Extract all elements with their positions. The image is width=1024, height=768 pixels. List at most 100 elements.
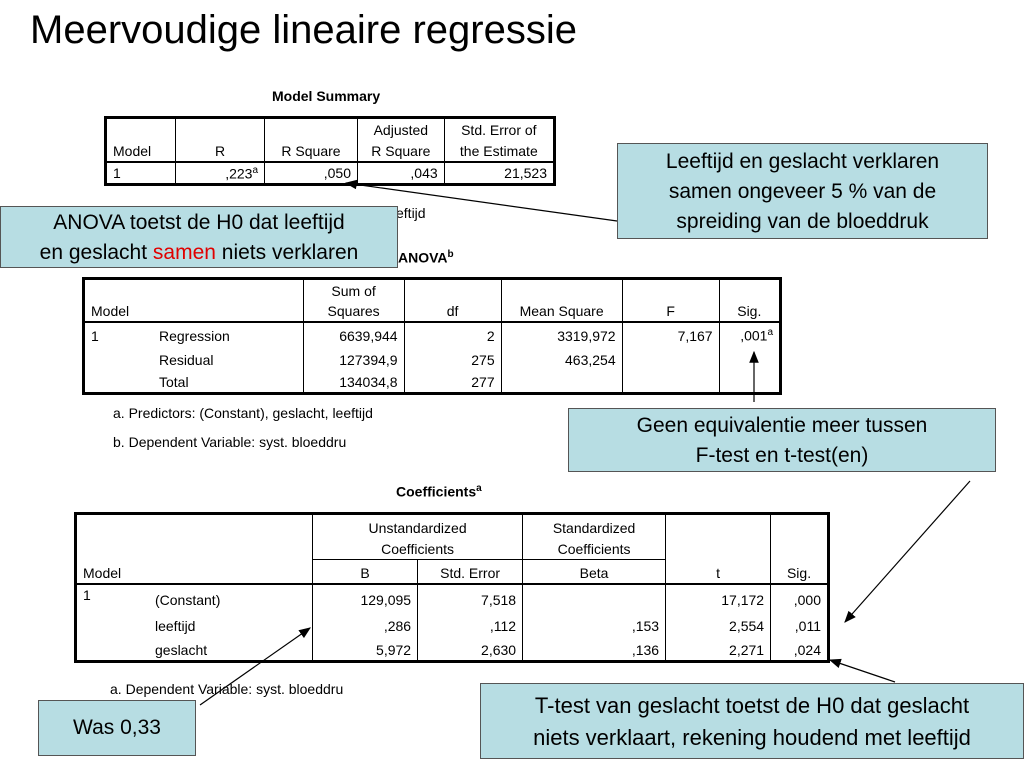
anova-header-sig: Sig. <box>718 278 781 322</box>
coef-cell-t: 2,271 <box>665 635 771 662</box>
ms-header-se-2: the Estimate <box>443 139 555 162</box>
ms-header-r-square: R Square <box>264 117 358 162</box>
arrow-to-coef-sig <box>844 480 971 623</box>
callout-line: Geen equivalentie meer tussen <box>636 414 928 437</box>
coef-cell-b: ,286 <box>312 609 418 636</box>
ms-header-model: Model <box>113 142 152 159</box>
coef-cell-beta <box>522 583 666 610</box>
coef-cell-sig: ,024 <box>770 635 829 662</box>
ms-cell-adj-r-square: ,043 <box>357 161 445 185</box>
coef-cell-label: (Constant) <box>155 591 221 608</box>
coef-header-se: Std. Error <box>417 559 523 584</box>
anova-cell-label: Total <box>159 374 189 390</box>
callout-ttest: T-test van geslacht toetst de H0 dat ges… <box>480 683 1024 759</box>
coef-cell-se: 7,518 <box>417 583 523 610</box>
table-row: 1 (Constant) 129,095 7,518 17,172 ,000 <box>76 583 829 610</box>
anova-cell-ms: 463,254 <box>500 345 623 370</box>
coef-header-std-1: Standardized <box>522 513 666 538</box>
callout-line: samen ongeveer 5 % van de <box>668 180 937 203</box>
coef-cell-beta: ,136 <box>522 635 666 662</box>
anova-cell-model: 1 <box>91 327 99 344</box>
ms-header-r: R <box>175 117 265 162</box>
anova-cell-sig <box>718 369 781 394</box>
coef-cell-b: 129,095 <box>312 583 418 610</box>
coef-cell-se: 2,630 <box>417 635 523 662</box>
anova-cell-label: Residual <box>159 351 214 368</box>
ms-header-se-1: Std. Error of <box>443 117 555 140</box>
anova-header-f: F <box>621 278 720 322</box>
coef-header-b: B <box>312 559 418 584</box>
callout-line: ANOVA toetst de H0 dat leeftijd <box>53 211 345 234</box>
table-row: leeftijd ,286 ,112 ,153 2,554 ,011 <box>76 609 829 636</box>
arrow-to-r-square <box>344 179 618 222</box>
callout-line: T-test van geslacht toetst de H0 dat ges… <box>534 693 970 718</box>
anova-cell-f: 7,167 <box>621 321 720 346</box>
anova-table: Model Sum of df Mean Square F Sig. Squar… <box>82 277 782 395</box>
coef-note-a: a. Dependent Variable: syst. bloeddru <box>110 681 344 697</box>
anova-cell-f <box>621 369 720 394</box>
coef-header-t: t <box>665 513 771 584</box>
anova-header-ms: Mean Square <box>500 278 623 322</box>
anova-cell-ss: 134034,8 <box>302 369 405 394</box>
anova-cell-label: Regression <box>159 327 230 344</box>
callout-leeftijd-geslacht: Leeftijd en geslacht verklaren samen ong… <box>617 143 988 239</box>
ms-cell-se: 21,523 <box>443 161 555 185</box>
callout-equivalentie: Geen equivalentie meer tussen F-test en … <box>568 408 996 472</box>
coef-cell-t: 2,554 <box>665 609 771 636</box>
callout-was: Was 0,33 <box>38 700 196 756</box>
model-summary-title: Model Summary <box>272 88 381 104</box>
anova-header-ss-1: Sum of <box>302 278 405 301</box>
table-row: Residual 127394,9 275 463,254 <box>84 345 781 370</box>
coef-cell-beta: ,153 <box>522 609 666 636</box>
callout-line: Leeftijd en geslacht verklaren <box>665 150 940 173</box>
slide-title: Meervoudige lineaire regressie <box>30 8 577 52</box>
anova-cell-ss: 6639,944 <box>302 321 405 346</box>
coef-cell-se: ,112 <box>417 609 523 636</box>
coef-cell-sig: ,000 <box>770 583 829 610</box>
anova-title: ANOVAb <box>398 249 454 266</box>
anova-cell-ms: 3319,972 <box>500 321 623 346</box>
ms-header-adjusted-1: Adjusted <box>357 117 445 140</box>
coef-header-sig: Sig. <box>770 513 829 584</box>
callout-line: spreiding van de bloeddruk <box>676 210 929 233</box>
coef-header-beta: Beta <box>522 559 666 584</box>
anova-cell-ss: 127394,9 <box>302 345 405 370</box>
coef-header-std-2: Coefficients <box>522 537 666 560</box>
coef-cell-sig: ,011 <box>770 609 829 636</box>
anova-header-ss-2: Squares <box>302 300 405 322</box>
callout-line: en geslacht samen niets verklaren <box>39 241 359 264</box>
arrow-to-geslacht-sig <box>828 658 896 683</box>
arrow-to-leeftijd-b <box>199 627 311 706</box>
anova-cell-df: 275 <box>403 345 502 370</box>
coef-cell-label: leeftijd <box>155 617 196 634</box>
table-row: geslacht 5,972 2,630 ,136 2,271 ,024 <box>76 635 829 662</box>
coef-header-model: Model <box>83 564 122 581</box>
ms-header-adjusted-2: R Square <box>357 139 445 162</box>
anova-note-a: a. Predictors: (Constant), geslacht, lee… <box>113 405 373 421</box>
model-summary-table: Model R R Square Adjusted Std. Error of … <box>104 116 556 187</box>
coef-header-unstd-1: Unstandardized <box>312 513 523 538</box>
ms-cell-r-square: ,050 <box>264 161 358 185</box>
anova-cell-df: 277 <box>403 369 502 394</box>
coef-cell-label: geslacht <box>155 642 208 658</box>
coef-cell-model: 1 <box>83 586 91 603</box>
coef-header-unstd-2: Coefficients <box>312 537 523 560</box>
ms-footnote-partial: eftijd <box>396 205 426 221</box>
callout-anova: ANOVA toetst de H0 dat leeftijd en gesla… <box>0 206 398 268</box>
coefficients-table: Model Unstandardized Standardized t Sig.… <box>74 512 830 663</box>
coef-cell-b: 5,972 <box>312 635 418 662</box>
table-row: Total 134034,8 277 <box>84 369 781 394</box>
anova-note-b: b. Dependent Variable: syst. bloeddru <box>113 434 347 450</box>
callout-line: niets verklaart, rekening houdend met le… <box>533 725 971 750</box>
callout-line: Was 0,33 <box>73 716 161 739</box>
ms-cell-r: ,223a <box>175 161 265 185</box>
coefficients-title: Coefficientsa <box>396 483 482 500</box>
anova-header-model: Model <box>91 302 130 319</box>
anova-cell-sig: ,001a <box>718 321 781 346</box>
anova-header-df: df <box>403 278 502 322</box>
table-row: 1 Regression 6639,944 2 3319,972 7,167 ,… <box>84 321 781 346</box>
anova-cell-df: 2 <box>403 321 502 346</box>
table-row: 1 ,223a ,050 ,043 21,523 <box>106 161 555 185</box>
anova-cell-ms <box>500 369 623 394</box>
